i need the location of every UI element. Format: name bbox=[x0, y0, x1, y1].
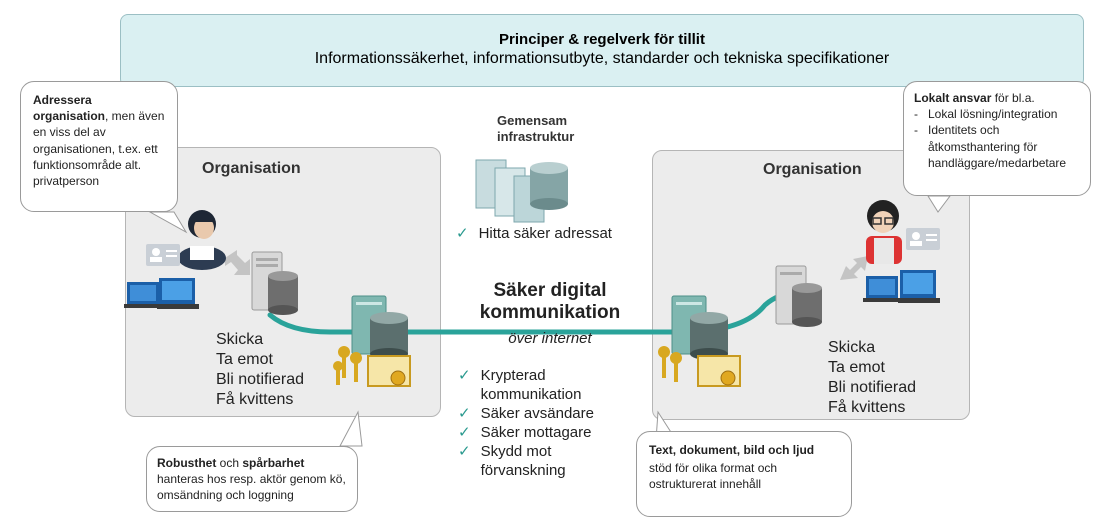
left-action-item: Få kvittens bbox=[216, 391, 294, 408]
infrastructure-label: Gemensam infrastruktur bbox=[497, 113, 575, 144]
certificate-icon bbox=[697, 355, 741, 387]
bidirectional-arrow-icon bbox=[840, 256, 868, 280]
callout-tail bbox=[339, 410, 363, 447]
address-callout-bold: Adressera organisation bbox=[33, 93, 106, 124]
bidirectional-arrow-icon bbox=[225, 250, 250, 275]
left-action-item: Ta emot bbox=[216, 351, 273, 368]
checkmark-icon: ✓ bbox=[458, 443, 471, 460]
robustness-mid: och bbox=[216, 456, 243, 470]
callout-tail bbox=[927, 195, 951, 213]
right-actions: Skicka Ta emot Bli notifierad Få kvitten… bbox=[828, 338, 916, 418]
feature-item: ✓Säker avsändare bbox=[458, 405, 594, 422]
formats-callout: Text, dokument, bild och ljud stöd för o… bbox=[636, 431, 852, 517]
left-actions: Skicka Ta emot Bli notifierad Få kvitten… bbox=[216, 330, 304, 410]
robustness-bold: Robusthet bbox=[157, 456, 217, 470]
local-callout-item: -Identitets och åtkomsthantering för han… bbox=[914, 123, 1067, 170]
formats-callout-bold: Text, dokument, bild och ljud bbox=[649, 443, 815, 457]
left-action-item: Skicka bbox=[216, 331, 264, 348]
database-icon bbox=[690, 312, 728, 360]
feature-item: ✓Säker mottagare bbox=[458, 424, 592, 441]
database-icon bbox=[268, 271, 298, 315]
center-subtitle: över internet bbox=[508, 330, 592, 347]
formats-callout-text: stöd för olika format och ostrukturerat … bbox=[649, 461, 778, 492]
certificate-icon bbox=[367, 355, 411, 387]
left-action-item: Bli notifierad bbox=[216, 371, 305, 388]
local-responsibility-callout: Lokalt ansvar för bl.a. -Lokal lösning/i… bbox=[903, 81, 1091, 196]
server-icon bbox=[475, 159, 545, 223]
database-icon bbox=[370, 312, 408, 360]
user-avatar-icon bbox=[866, 200, 902, 264]
contact-card-icon bbox=[146, 244, 180, 266]
center-title: Säker digital kommunikation bbox=[479, 280, 621, 323]
checkmark-icon: ✓ bbox=[456, 225, 469, 242]
database-icon bbox=[530, 162, 568, 210]
robustness-text: hanteras hos resp. aktör genom kö, omsän… bbox=[157, 472, 346, 503]
keys-icon bbox=[658, 346, 682, 382]
checkmark-icon: ✓ bbox=[458, 367, 471, 384]
traceability-bold: spårbarhet bbox=[242, 456, 305, 470]
local-callout-item: -Lokal lösning/integration bbox=[914, 107, 1058, 122]
laptop-icon bbox=[124, 278, 199, 309]
center-features: ✓Krypterad kommunikation ✓Säker avsändar… bbox=[458, 366, 638, 480]
principles-banner: Principer & regelverk för tillit Informa… bbox=[120, 14, 1084, 87]
checkmark-icon: ✓ bbox=[458, 424, 471, 441]
checkmark-icon: ✓ bbox=[458, 405, 471, 422]
callout-tail bbox=[148, 211, 188, 234]
feature-item: ✓Krypterad kommunikation bbox=[458, 367, 582, 403]
keys-icon bbox=[333, 346, 362, 385]
right-action-item: Få kvittens bbox=[828, 399, 906, 416]
user-headset-icon bbox=[178, 210, 226, 270]
contact-card-icon bbox=[906, 228, 940, 250]
right-action-item: Bli notifierad bbox=[828, 379, 917, 396]
infrastructure-feature: ✓Hitta säker adressat bbox=[456, 225, 612, 242]
local-callout-bold: Lokalt ansvar bbox=[914, 91, 992, 105]
laptop-icon bbox=[863, 270, 940, 303]
organisation-right-title: Organisation bbox=[763, 161, 862, 178]
local-callout-text: för bl.a. bbox=[991, 91, 1035, 105]
right-action-item: Skicka bbox=[828, 339, 876, 356]
feature-item: ✓Skydd mot förvanskning bbox=[458, 443, 566, 479]
address-callout: Adressera organisation, men även en viss… bbox=[20, 81, 178, 212]
banner-subtitle: Informationssäkerhet, informationsutbyte… bbox=[314, 50, 890, 67]
right-action-item: Ta emot bbox=[828, 359, 885, 376]
address-callout-text: , men även en viss del av organisationen… bbox=[33, 109, 165, 188]
banner-title: Principer & regelverk för tillit bbox=[499, 31, 705, 48]
organisation-left-title: Organisation bbox=[202, 160, 301, 177]
robustness-callout: Robusthet och spårbarhet hanteras hos re… bbox=[146, 446, 358, 512]
database-icon bbox=[792, 283, 822, 327]
